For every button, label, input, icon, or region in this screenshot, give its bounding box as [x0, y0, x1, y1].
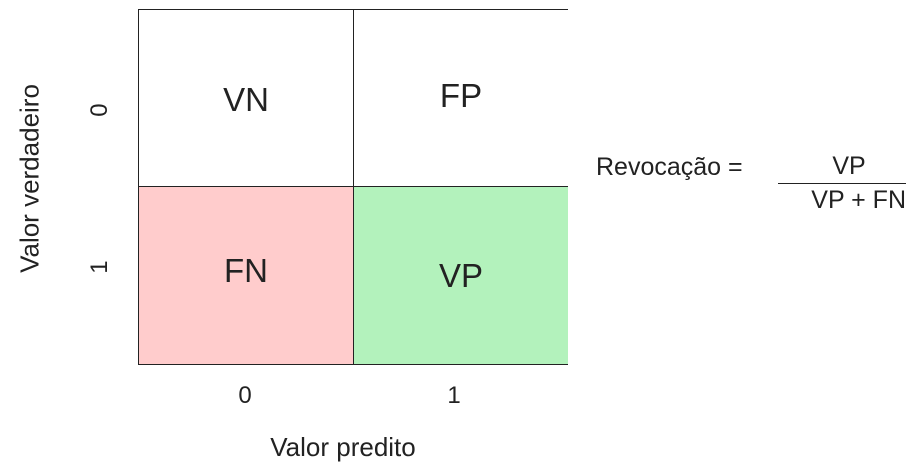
y-axis-label: Valor verdadeiro: [14, 84, 45, 273]
true-positive-cell: VP: [354, 187, 568, 364]
formula-numerator: VP: [832, 152, 866, 180]
fraction-bar: [778, 183, 906, 184]
formula-label: Revocação =: [596, 153, 743, 181]
confusion-matrix: VN FP FN VP: [138, 9, 568, 365]
true-negative-cell: VN: [139, 10, 354, 187]
x-axis-label: Valor predito: [270, 432, 416, 462]
formula-fraction: VP VP + FN: [778, 150, 906, 216]
false-negative-label: FN: [224, 251, 268, 289]
false-positive-label: FP: [439, 77, 483, 114]
formula-denominator: VP + FN: [811, 186, 906, 214]
y-tick-0: 0: [86, 103, 113, 117]
false-positive-cell: FP: [354, 10, 568, 187]
false-negative-cell: FN: [139, 187, 354, 364]
true-negative-label: VN: [223, 81, 269, 118]
x-tick-1: 1: [447, 382, 461, 409]
true-positive-label: VP: [438, 256, 484, 294]
x-tick-0: 0: [238, 382, 252, 409]
y-tick-1: 1: [86, 260, 113, 274]
